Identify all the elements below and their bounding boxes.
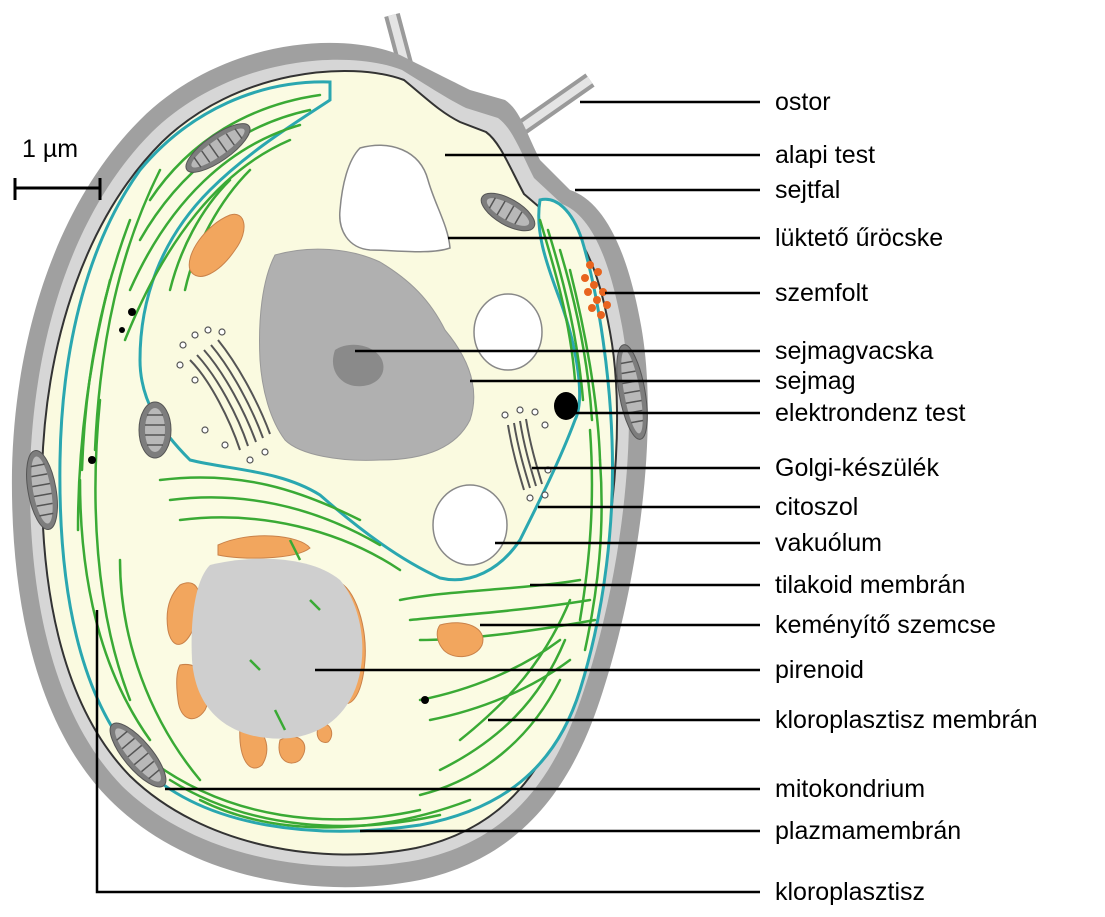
vacuole-upper [474, 294, 542, 370]
mitochondrion-center-left [139, 402, 171, 458]
vacuole [433, 485, 507, 565]
label-citoszol: citoszol [775, 492, 858, 522]
label-alapi-test: alapi test [775, 140, 875, 170]
scale-bar-label: 1 µm [22, 134, 78, 164]
label-kloroplasztisz: kloroplasztisz [775, 877, 925, 907]
label-plazmamembran: plazmamembrán [775, 816, 961, 846]
label-kloroplasztisz-membran: kloroplasztisz membrán [775, 705, 1038, 735]
label-golgi-keszulek: Golgi-készülék [775, 453, 939, 483]
label-sejmag: sejmag [775, 366, 856, 396]
label-elektrondenz-test: elektrondenz test [775, 398, 965, 428]
label-sejtfal: sejtfal [775, 175, 840, 205]
label-ostor: ostor [775, 87, 831, 117]
electron-dense-body [554, 392, 578, 420]
label-luktet-urocske: lüktető űröcske [775, 223, 943, 253]
label-vakuolum: vakuólum [775, 528, 882, 558]
label-tilakoid-membran: tilakoid membrán [775, 570, 965, 600]
label-kemenyito-szemcse: keményítő szemcse [775, 610, 996, 640]
label-szemfolt: szemfolt [775, 278, 868, 308]
label-pirenoid: pirenoid [775, 655, 864, 685]
label-sejmagvacska: sejmagvacska [775, 336, 933, 366]
label-mitokondrium: mitokondrium [775, 774, 925, 804]
